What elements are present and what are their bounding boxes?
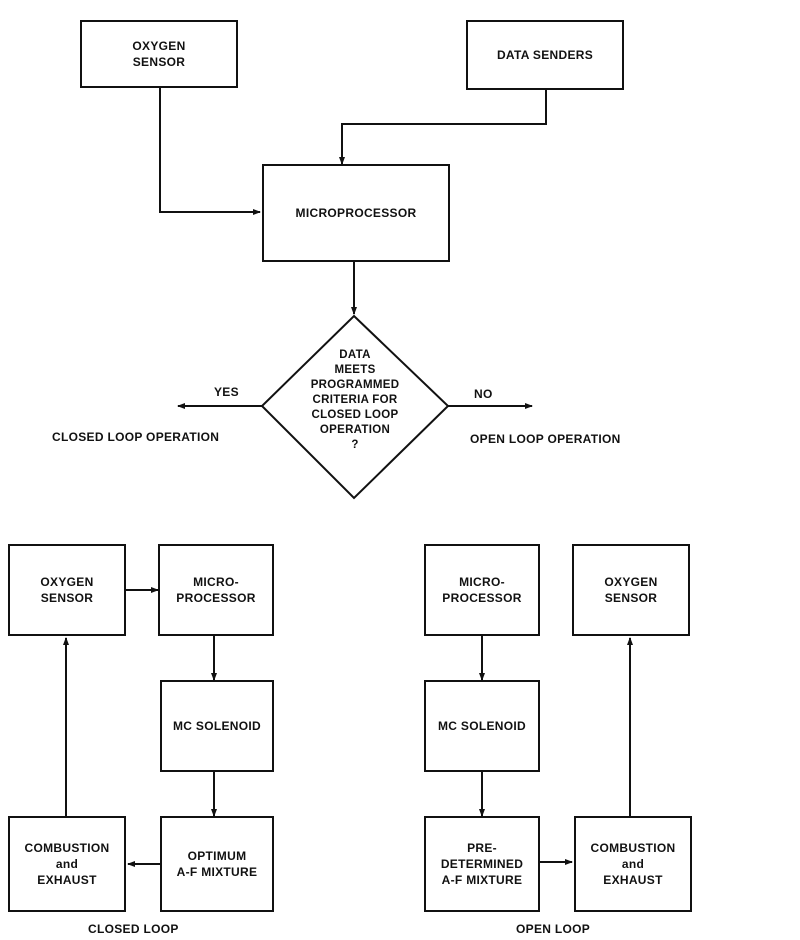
cl-mixture-box: OPTIMUM A-F MIXTURE (160, 816, 274, 912)
arrow-datasenders-to-microprocessor (339, 90, 547, 165)
cl-oxygen-sensor-box: OXYGEN SENSOR (8, 544, 126, 636)
open-loop-operation-label: OPEN LOOP OPERATION (470, 432, 621, 446)
cl-combustion-box: COMBUSTION and EXHAUST (8, 816, 126, 912)
closed-loop-caption: CLOSED LOOP (88, 922, 179, 936)
oxygen-sensor-box: OXYGEN SENSOR (80, 20, 238, 88)
arrow-oxygen-to-microprocessor (159, 88, 261, 215)
cl-microprocessor-box: MICRO- PROCESSOR (158, 544, 274, 636)
decision-diamond (260, 314, 450, 500)
ol-mc-solenoid-box: MC SOLENOID (424, 680, 540, 772)
no-label: NO (474, 387, 493, 401)
microprocessor-box: MICROPROCESSOR (262, 164, 450, 262)
open-loop-caption: OPEN LOOP (516, 922, 591, 936)
yes-label: YES (214, 385, 239, 399)
ol-microprocessor-box: MICRO- PROCESSOR (424, 544, 540, 636)
cl-mc-solenoid-box: MC SOLENOID (160, 680, 274, 772)
ol-oxygen-sensor-box: OXYGEN SENSOR (572, 544, 690, 636)
data-senders-box: DATA SENDERS (466, 20, 624, 90)
ol-combustion-box: COMBUSTION and EXHAUST (574, 816, 692, 912)
decision-text: DATA MEETS PROGRAMMED CRITERIA FOR CLOSE… (310, 349, 400, 451)
ol-mixture-box: PRE- DETERMINED A-F MIXTURE (424, 816, 540, 912)
closed-loop-operation-label: CLOSED LOOP OPERATION (52, 430, 220, 444)
